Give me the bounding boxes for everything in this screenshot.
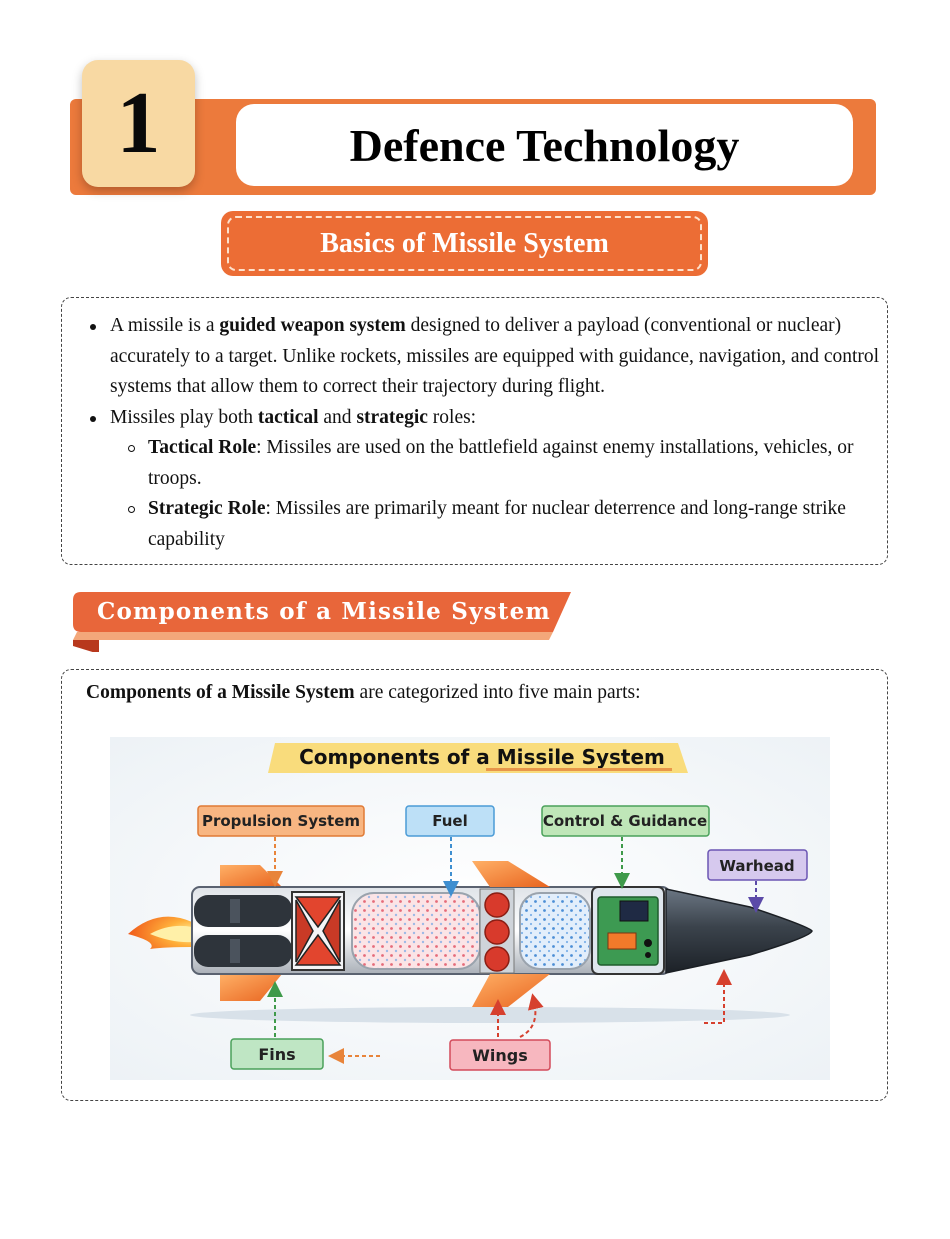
- label-control-guidance: Control & Guidance: [543, 812, 707, 830]
- components-intro-bold: Components of a Missile System: [86, 682, 355, 703]
- ribbon-shadow: [73, 632, 553, 640]
- ribbon-fold: [73, 640, 99, 652]
- label-box-propulsion: [197, 805, 365, 837]
- diagram-title: Components of a Missile System: [299, 745, 665, 769]
- label-wings: Wings: [472, 1046, 528, 1065]
- red-sphere: [484, 946, 510, 972]
- warhead-nose: [665, 888, 813, 974]
- basics-bullet-list: A missile is a guided weapon system desi…: [90, 311, 880, 555]
- bold-term: strategic: [356, 406, 428, 428]
- basics-section-pill: Basics of Missile System: [221, 211, 708, 276]
- components-intro: Components of a Missile System are categ…: [86, 682, 641, 704]
- arrow-wings-nose: [704, 969, 732, 1024]
- bold-term: Strategic Role: [148, 498, 266, 519]
- wing-bottom: [472, 974, 550, 1007]
- bold-term: Tactical Role: [148, 437, 257, 458]
- nozzle-ring: [230, 899, 240, 923]
- fuel-tank: [351, 892, 481, 970]
- label-warhead: Warhead: [719, 857, 794, 875]
- engine-nozzle-bottom: [194, 935, 292, 967]
- bullet-text: roles:: [427, 406, 477, 428]
- chapter-number: 1: [116, 74, 161, 172]
- chip-screen: [619, 900, 649, 922]
- bullet-text: : Missiles are primarily meant for nucle…: [148, 498, 846, 550]
- sub-bullet-list: Tactical Role: Missiles are used on the …: [110, 433, 880, 555]
- propulsion-triangle: [295, 899, 314, 963]
- label-fins: Fins: [258, 1045, 295, 1064]
- label-box-control: [541, 805, 710, 837]
- bullet-text: and: [318, 406, 357, 428]
- propulsion-triangle: [294, 896, 342, 929]
- chip-dot: [644, 939, 652, 947]
- sub-bullet-item: Strategic Role: Missiles are primarily m…: [110, 494, 880, 555]
- bullet-text: Missiles play both: [110, 406, 258, 428]
- engine-nozzle-top: [194, 895, 292, 927]
- bullet-text: designed to deliver a payload (conventio…: [110, 315, 880, 397]
- label-propulsion: Propulsion System: [202, 812, 360, 830]
- basics-content-box: A missile is a guided weapon system desi…: [61, 297, 888, 565]
- components-ribbon-heading: Components of a Missile System: [73, 592, 573, 652]
- chapter-number-box: 1: [82, 60, 195, 187]
- diagram-title-banner: [268, 743, 688, 773]
- oxidizer-tank: [519, 892, 591, 970]
- rear-fin-bottom: [220, 974, 282, 1001]
- ribbon-shape: [73, 592, 571, 652]
- sub-bullet-item: Tactical Role: Missiles are used on the …: [110, 433, 880, 494]
- basics-section-title: Basics of Missile System: [320, 227, 609, 259]
- label-box-fins: [230, 1038, 324, 1070]
- rear-fin-top: [220, 865, 282, 887]
- red-sphere: [484, 919, 510, 945]
- bullet-text: A missile is a: [110, 315, 220, 336]
- bullet-text: : Missiles are used on the battlefield a…: [148, 437, 854, 489]
- label-fuel: Fuel: [432, 812, 468, 830]
- components-section-title: Components of a Missile System: [97, 598, 551, 625]
- components-content-box: Components of a Missile System are categ…: [61, 669, 888, 1101]
- bold-term: guided weapon system: [219, 315, 406, 336]
- bullet-item: Missiles play both tactical and strategi…: [90, 403, 880, 556]
- bold-term: tactical: [257, 406, 319, 428]
- missile-shadow: [190, 1007, 790, 1023]
- missile-components-diagram: Components of a Missile System Propulsio…: [110, 737, 830, 1080]
- components-intro-rest: are categorized into five main parts:: [354, 682, 641, 703]
- red-sphere: [484, 892, 510, 918]
- chapter-title: Defence Technology: [349, 119, 740, 171]
- propulsion-triangle: [322, 899, 341, 963]
- engine-flame-core: [150, 925, 192, 943]
- nozzle-ring: [230, 939, 240, 963]
- ribbon-body: [73, 592, 571, 632]
- diagram-title-underline: [486, 768, 672, 771]
- arrow-wings-curve: [519, 993, 544, 1038]
- propulsion-triangle: [294, 933, 342, 966]
- chip-dot: [645, 952, 651, 958]
- chapter-title-box: Defence Technology: [236, 104, 853, 186]
- label-box-wings: [449, 1039, 551, 1071]
- bullet-item: A missile is a guided weapon system desi…: [90, 311, 880, 403]
- label-box-warhead: [707, 849, 808, 881]
- wing-top: [472, 861, 550, 887]
- chip-orange: [607, 932, 637, 950]
- label-box-fuel: [405, 805, 495, 837]
